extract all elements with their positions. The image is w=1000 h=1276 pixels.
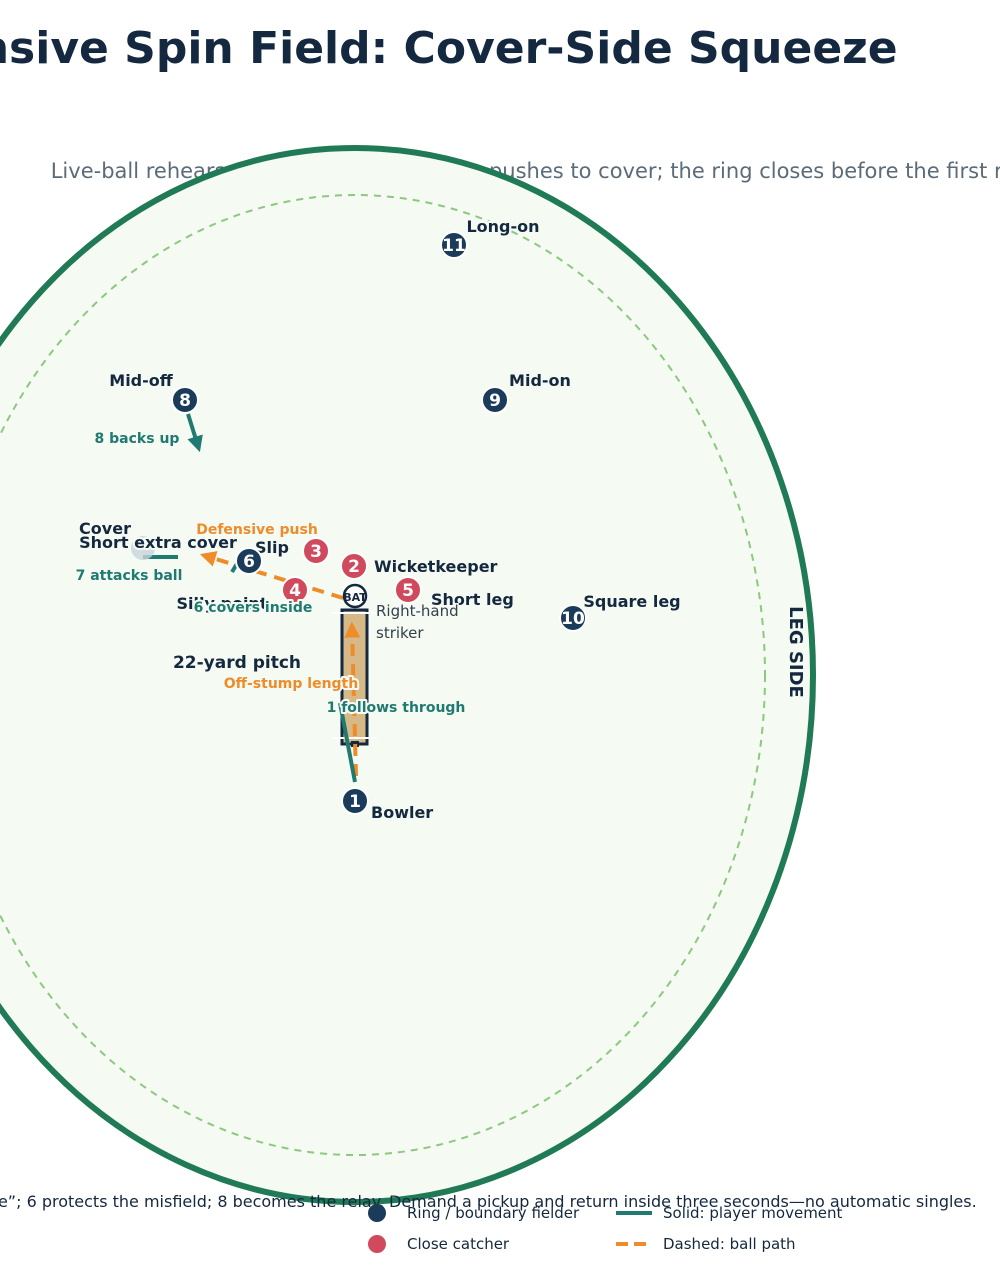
fielder-marker-long-on	[440, 231, 468, 259]
pitch-label: 22-yard pitch	[173, 653, 301, 673]
fielder-marker-wicketkeeper	[340, 552, 368, 580]
fielder-label-slip: Slip	[255, 538, 289, 557]
legend-label-close-catcher: Close catcher	[407, 1235, 510, 1253]
legend-label-ball-path: Dashed: ball path	[663, 1235, 796, 1253]
fielder-label-silly-point: Silly point	[177, 594, 268, 613]
fielder-label-mid-on: Mid-on	[509, 371, 571, 390]
fielder-number-bowler: 1	[349, 792, 361, 812]
movement-label-bowler: 1 follows through	[327, 700, 466, 716]
movement-mid-off	[186, 413, 203, 453]
coaching-caption: 7 calls “mine”; 6 protects the misfield;…	[0, 1192, 977, 1211]
fielder-label-wicketkeeper: Wicketkeeper	[374, 557, 498, 576]
crease-line-bottom	[332, 737, 377, 739]
movement-label-extra-cover: 7 attacks ball	[76, 568, 183, 584]
legend: Ring / boundary fielder Solid: player mo…	[368, 1204, 843, 1253]
batter-marker	[342, 583, 368, 609]
fielder-label-bowler: Bowler	[371, 803, 433, 822]
batter-label-line2: striker	[376, 624, 424, 642]
fielder-number-short-leg: 5	[402, 581, 414, 601]
legend-label-ring-fielder: Ring / boundary fielder	[407, 1204, 580, 1222]
fielder-number-silly-point: 4	[289, 581, 301, 601]
fielder-label-mid-off: Mid-off	[109, 371, 173, 390]
movement-label-mid-off: 8 backs up	[95, 431, 180, 447]
boundary-rope	[0, 145, 816, 1205]
movement-bowler	[338, 702, 357, 783]
fielder-number-mid-off: 8	[179, 391, 191, 411]
fielder-marker-point	[235, 547, 263, 575]
fielder-marker-mid-on	[481, 386, 509, 414]
fielder-number-square-leg: 10	[561, 609, 585, 629]
batter-label-line1: Right-hand	[376, 602, 459, 620]
page-title: Defensive Spin Field: Cover-Side Squeeze	[0, 23, 898, 74]
fielder-number-long-on: 11	[442, 236, 466, 256]
fielder-label-short-leg: Short leg	[431, 590, 514, 609]
fielder-marker-slip	[302, 537, 330, 565]
stumps-bottom	[351, 741, 359, 747]
fielder-marker-short-leg	[394, 576, 422, 604]
batter-badge: BAT	[343, 591, 367, 604]
legend-close-catcher-icon	[368, 1235, 386, 1253]
ball-path-label-push: Defensive push	[196, 522, 318, 538]
ghost-position-marker	[131, 536, 155, 560]
fielder-number-mid-on: 9	[489, 391, 501, 411]
ball-path-delivery	[344, 621, 361, 777]
legend-ring-fielder-icon	[368, 1204, 386, 1222]
fielder-label-long-on: Long-on	[466, 217, 539, 236]
ball-path-push	[199, 551, 344, 600]
inner-ring	[0, 194, 766, 1156]
ball-path-label-delivery: Off-stump length	[224, 676, 358, 692]
fielder-number-wicketkeeper: 2	[348, 557, 360, 577]
fielder-number-point: 6	[243, 552, 255, 572]
fielder-marker-bowler	[341, 787, 369, 815]
legend-label-movement: Solid: player movement	[663, 1204, 843, 1222]
fielder-marker-mid-off	[171, 386, 199, 414]
leg-side-label: LEG SIDE	[785, 606, 806, 698]
fielder-label-cover: Cover	[79, 519, 131, 538]
fielder-label-short-extra-cover: Short extra cover	[79, 533, 237, 552]
fielder-marker-silly-point	[281, 576, 309, 604]
fielder-label-square-leg: Square leg	[583, 592, 680, 611]
movement-label-point: 6 covers inside	[194, 600, 313, 616]
fielder-marker-square-leg	[559, 604, 587, 632]
crease-line-top	[332, 612, 377, 614]
fielder-number-slip: 3	[310, 542, 322, 562]
